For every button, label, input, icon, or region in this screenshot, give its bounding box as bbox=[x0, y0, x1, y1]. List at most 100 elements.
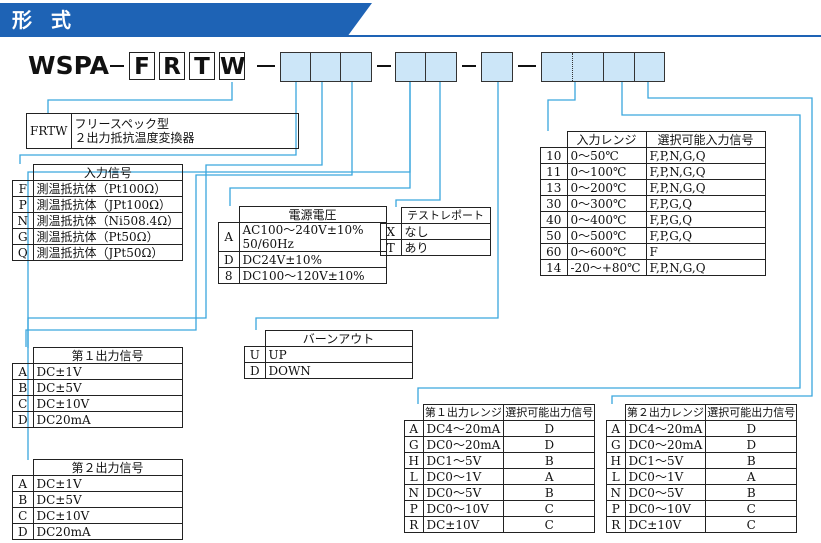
row-value: DC20mA bbox=[32, 523, 183, 540]
row-range: 0～500℃ bbox=[566, 227, 647, 244]
row-key: D bbox=[12, 411, 34, 428]
row-value: 測温抵抗体（Pt100Ω） bbox=[32, 180, 184, 197]
row-range: 0～50℃ bbox=[566, 147, 647, 164]
row-key: A bbox=[218, 222, 240, 252]
frtw-line2: ２出力抵抗温度変換器 bbox=[74, 131, 195, 145]
row-signal: D bbox=[705, 436, 798, 453]
row-key: L bbox=[404, 468, 424, 485]
row-key: H bbox=[606, 452, 626, 469]
row-key: A bbox=[12, 363, 34, 380]
row-signal: B bbox=[503, 452, 596, 469]
row-key: P bbox=[404, 500, 424, 517]
row-signal: A bbox=[503, 468, 596, 485]
row-range: 0～400℃ bbox=[566, 211, 647, 228]
input-signal-title: 入力信号 bbox=[32, 164, 184, 181]
row-key: N bbox=[404, 484, 424, 501]
row-key: L bbox=[606, 468, 626, 485]
page-title: 形 式 bbox=[12, 8, 77, 32]
row-range: DC1～5V bbox=[624, 452, 707, 469]
row-key: F bbox=[12, 180, 34, 197]
dash bbox=[518, 65, 536, 67]
row-signal: C bbox=[705, 516, 798, 533]
input-range-col2: 選択可能入力信号 bbox=[645, 131, 766, 148]
dash bbox=[257, 65, 275, 67]
row-key: R bbox=[606, 516, 626, 533]
row-signal: B bbox=[503, 484, 596, 501]
row-signal: D bbox=[503, 420, 596, 437]
row-key: C bbox=[12, 395, 34, 412]
row-value: DC±10V bbox=[32, 395, 183, 412]
row-signals: F bbox=[645, 243, 766, 260]
row-range: DC0～5V bbox=[422, 484, 505, 501]
code-box-group-4 bbox=[541, 52, 665, 82]
row-key: 8 bbox=[218, 267, 240, 284]
row-signals: F,P,N,G,Q bbox=[645, 259, 766, 276]
row-key: P bbox=[606, 500, 626, 517]
code-box-group-2 bbox=[395, 52, 457, 82]
row-key: 40 bbox=[540, 211, 568, 228]
row-range: 0～100℃ bbox=[566, 163, 647, 180]
row-key: D bbox=[12, 523, 34, 540]
code-W: W bbox=[219, 52, 246, 80]
burnout-title: バーンアウト bbox=[264, 330, 413, 347]
row-range: DC4～20mA bbox=[422, 420, 505, 437]
row-key: G bbox=[606, 436, 626, 453]
power-title: 電源電圧 bbox=[238, 206, 387, 223]
row-value: DC100～120V±10% bbox=[238, 267, 387, 284]
row-value: DC±10V bbox=[32, 507, 183, 524]
dash bbox=[377, 65, 391, 67]
row-key: 14 bbox=[540, 259, 568, 276]
row-range: 0～200℃ bbox=[566, 179, 647, 196]
row-value: 測温抵抗体（Ni508.4Ω） bbox=[32, 212, 184, 229]
out2-range-col2: 選択可能出力信号 bbox=[705, 404, 798, 421]
row-key: X bbox=[380, 223, 402, 240]
code-T: T bbox=[189, 52, 215, 80]
row-value: あり bbox=[400, 239, 491, 256]
row-signals: F,P,N,G,Q bbox=[645, 163, 766, 180]
row-key: 13 bbox=[540, 179, 568, 196]
row-signal: D bbox=[705, 420, 798, 437]
row-signal: A bbox=[705, 468, 798, 485]
row-key: T bbox=[380, 239, 402, 256]
row-signals: F,P,G,Q bbox=[645, 227, 766, 244]
dash bbox=[462, 65, 476, 67]
row-key: H bbox=[404, 452, 424, 469]
row-value: 測温抵抗体（JPt100Ω） bbox=[32, 196, 184, 213]
out2-range-col1: 第２出力レンジ bbox=[624, 404, 707, 421]
row-value: DC24V±10% bbox=[238, 251, 387, 268]
row-key: A bbox=[404, 420, 424, 437]
row-key: P bbox=[12, 196, 34, 213]
row-key: G bbox=[12, 228, 34, 245]
output1-title: 第１出力信号 bbox=[32, 347, 183, 364]
header-banner bbox=[0, 3, 821, 37]
code-box-group-3 bbox=[481, 52, 513, 82]
row-key: Q bbox=[12, 244, 34, 261]
